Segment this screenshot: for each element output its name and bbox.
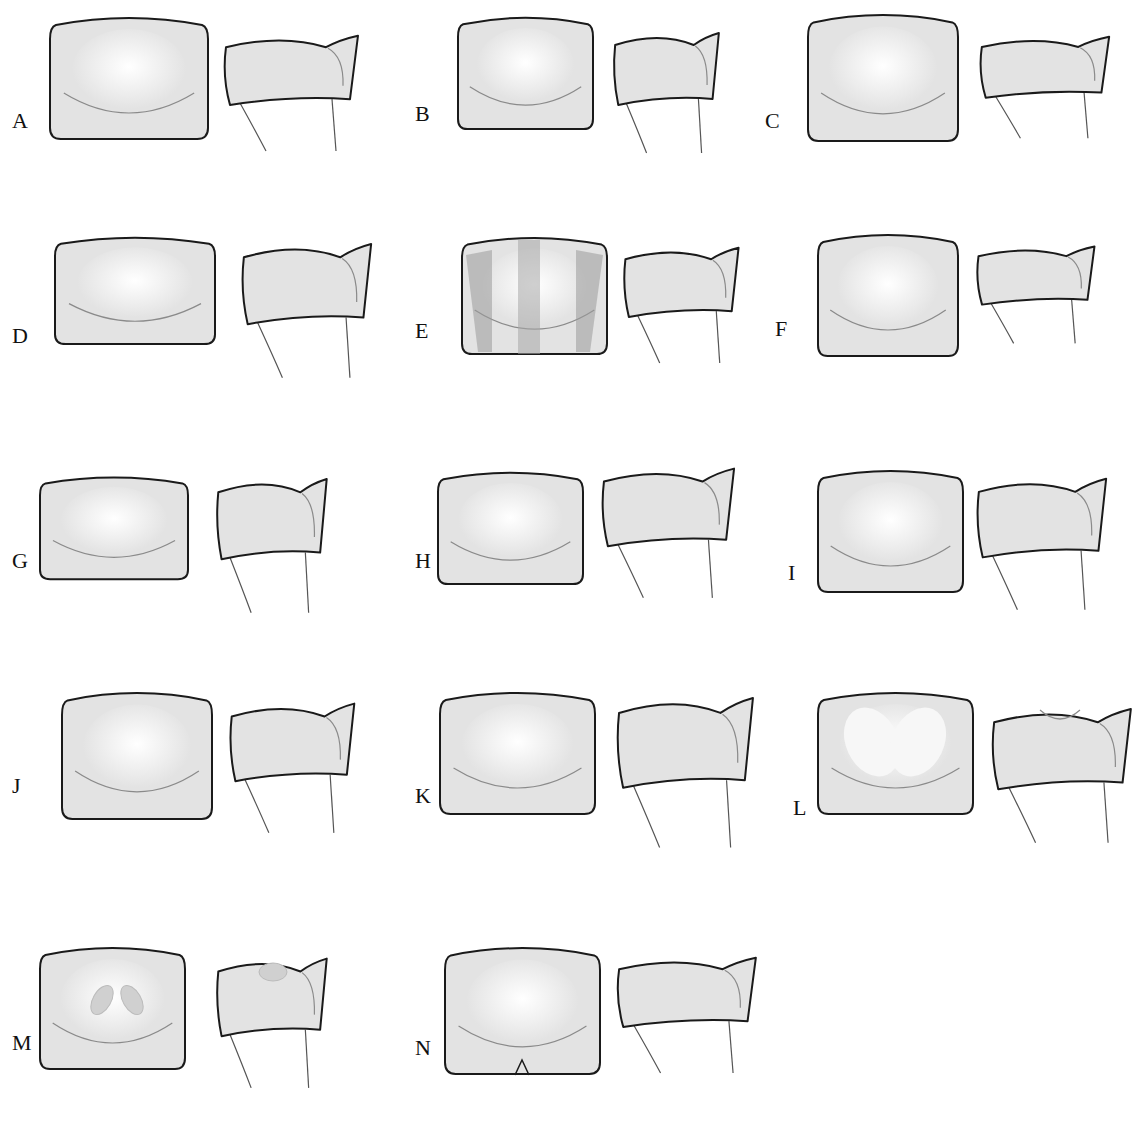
drawing-part [818, 471, 963, 592]
panel-letter: K [415, 785, 431, 807]
panel-letter: C [765, 110, 780, 132]
drawing-part [466, 250, 492, 352]
drawing-part [230, 704, 354, 833]
drawing-part [981, 37, 1110, 139]
drawing-part [116, 982, 148, 1019]
drawing-part [518, 240, 540, 354]
drawing-part [1040, 710, 1080, 719]
drawing-part [40, 478, 188, 580]
panel-letter: J [12, 775, 21, 797]
panel-letter: E [415, 320, 428, 342]
drawing-part [217, 479, 327, 613]
drawing-part [62, 693, 212, 819]
drawing-part [808, 15, 958, 141]
panel-letter: M [12, 1032, 32, 1054]
drawing-part [458, 18, 593, 129]
panel-letter: F [775, 318, 787, 340]
drawing-part [440, 693, 595, 814]
drawing-part [576, 250, 603, 352]
drawing-part [818, 235, 958, 356]
drawing-part [50, 18, 208, 139]
drawing-part [618, 698, 753, 848]
drawing-part [879, 698, 957, 785]
drawing-part [614, 33, 719, 153]
drawing-part [225, 36, 358, 151]
drawing-part [977, 246, 1094, 343]
panel-letter: D [12, 325, 28, 347]
panel-letter: L [793, 797, 806, 819]
drawing-part [462, 238, 607, 354]
front-views [40, 15, 973, 1074]
drawing-part [624, 248, 738, 363]
panel-letter: G [12, 550, 28, 572]
drawing-part [818, 693, 973, 814]
drawing-part [438, 473, 583, 584]
panel-letter: I [788, 562, 795, 584]
drawing-part [217, 959, 327, 1088]
panel-letter: B [415, 103, 430, 125]
drawing-part [259, 963, 287, 981]
drawing-part [243, 244, 372, 378]
panel-letter: H [415, 550, 431, 572]
drawing-part [603, 469, 734, 598]
drawing-part [993, 709, 1131, 843]
drawing-part [618, 958, 756, 1073]
side-views [217, 33, 1131, 1088]
drawing-part [445, 948, 600, 1074]
drawing-part [515, 1060, 529, 1075]
drawing-part [86, 982, 118, 1019]
drawing-part [40, 948, 185, 1069]
drawing-part [55, 238, 215, 344]
drawing-part [978, 479, 1107, 610]
panel-letter: N [415, 1037, 431, 1059]
panel-letter: A [12, 110, 28, 132]
special-marks [86, 240, 1080, 1075]
